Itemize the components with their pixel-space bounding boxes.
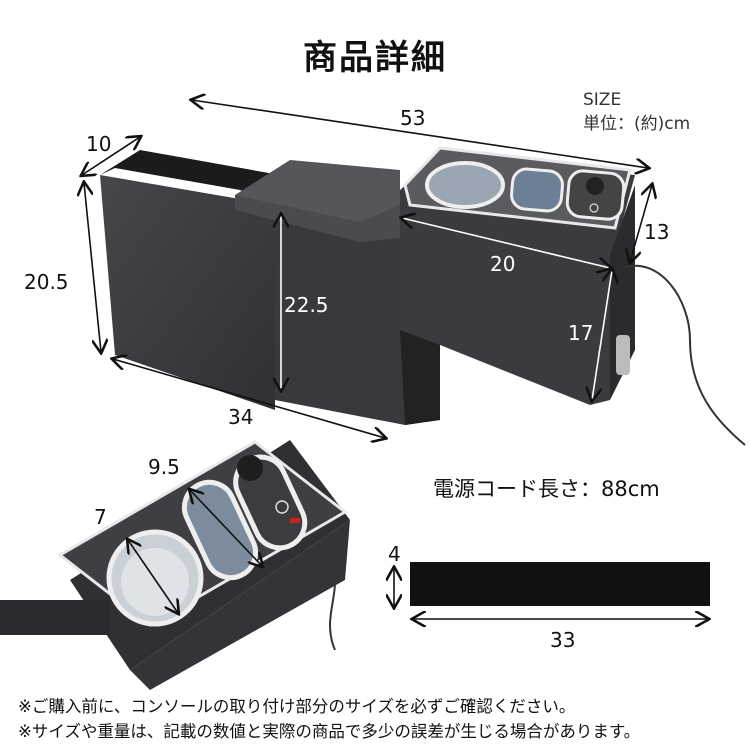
- dim-total-length: 53: [400, 106, 426, 130]
- dim-cup-diameter: 7: [94, 505, 107, 529]
- dim-slot-length: 9.5: [148, 455, 180, 479]
- note-item: ※サイズや重量は、記載の数値と実際の商品で多少の誤差が生じる場合があります。: [18, 722, 641, 741]
- console-main-view: [100, 146, 746, 446]
- console-top-view: [0, 440, 350, 690]
- dim-rear-length: 34: [228, 405, 254, 429]
- purchase-notes: ※ご購入前に、コンソールの取り付け部分のサイズを必ずご確認ください。 ※サイズや…: [18, 694, 640, 744]
- dimension-lines-black: [82, 100, 652, 438]
- dim-rear-height: 20.5: [24, 270, 69, 294]
- power-cord-length: 電源コード長さ：88cm: [433, 477, 660, 501]
- dimension-lines-white: [281, 215, 612, 400]
- dim-front-height: 17: [568, 321, 594, 345]
- dim-pocket-depth: 10: [86, 132, 112, 156]
- dim-armrest-height: 22.5: [284, 293, 329, 317]
- dim-cushion-length: 33: [550, 628, 576, 652]
- note-item: ※ご購入前に、コンソールの取り付け部分のサイズを必ずご確認ください。: [18, 697, 576, 716]
- dim-front-length: 20: [490, 252, 516, 276]
- cushion-view: [394, 562, 710, 619]
- dim-front-width: 13: [644, 220, 670, 244]
- dim-cushion-thickness: 4: [388, 542, 401, 566]
- page-title: 商品詳細: [303, 38, 447, 78]
